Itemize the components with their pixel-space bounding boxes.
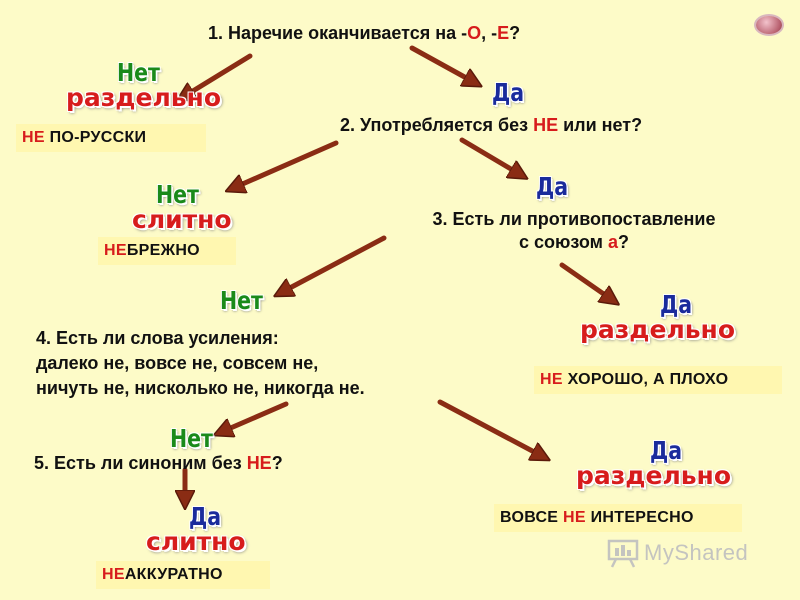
example-1: НЕ ПО-РУССКИ — [16, 124, 206, 152]
arrow-q2-yes — [459, 137, 516, 172]
watermark-text: MyShared — [644, 540, 749, 565]
label-q5-yes-together: Да слитно — [146, 504, 246, 554]
label-q2-yes: Да — [536, 174, 575, 199]
q1-e: Е — [497, 23, 510, 43]
label-no: Нет — [117, 58, 161, 87]
q4-line3: ничуть не, нисколько не, никогда не. — [36, 378, 365, 398]
label-together: слитно — [146, 527, 246, 556]
q4-line1: 4. Есть ли слова усиления: — [36, 328, 279, 348]
ex1-rest: ПО-РУССКИ — [44, 129, 147, 146]
example-3: НЕ ХОРОШО, А ПЛОХО — [534, 366, 782, 394]
ex3-ne: НЕ — [540, 371, 563, 388]
q1-mid: , - — [481, 23, 498, 43]
q3-a: а — [607, 232, 618, 252]
example-2: НЕБРЕЖНО — [98, 237, 236, 265]
label-yes: Да — [536, 172, 569, 201]
question-1: 1. Наречие оканчивается на -О, -Е? — [208, 22, 520, 45]
q1-text: 1. Наречие оканчивается на - — [208, 23, 468, 43]
arrow-q3-no — [286, 235, 387, 290]
ex2-ne: НЕ — [104, 242, 127, 259]
q5-text: 5. Есть ли синоним без — [34, 453, 247, 473]
label-yes: Да — [492, 78, 525, 107]
label-q4-yes-separately: Да раздельно — [576, 438, 731, 488]
q3-end: ? — [617, 232, 629, 252]
q5-end: ? — [271, 453, 283, 473]
question-4: 4. Есть ли слова усиления: далеко не, во… — [36, 326, 365, 401]
ex4-rest: ИНТЕРЕСНО — [585, 509, 694, 526]
example-4: ВОВСЕ НЕ ИНТЕРЕСНО — [494, 504, 742, 532]
label-yes: Да — [659, 290, 693, 319]
label-q2-no-together: Нет слитно — [132, 182, 232, 232]
q2-end: или нет? — [558, 115, 643, 135]
label-yes: Да — [189, 502, 222, 531]
label-no: Нет — [155, 180, 199, 209]
arrow-q4-no — [226, 401, 289, 430]
ex5-ne: НЕ — [102, 566, 125, 583]
q3-line1: 3. Есть ли противопоставление — [432, 209, 716, 229]
q5-ne: НЕ — [246, 453, 272, 473]
question-5: 5. Есть ли синоним без НЕ? — [34, 452, 283, 475]
q1-end: ? — [509, 23, 521, 43]
label-separately: раздельно — [66, 83, 222, 112]
arrow-q1-no — [188, 53, 253, 94]
arrow-q1-yes — [409, 45, 470, 80]
ex2-rest: БРЕЖНО — [126, 242, 200, 259]
ex4-pre: ВОВСЕ — [500, 509, 564, 526]
decorative-oval-button — [756, 16, 782, 34]
ex5-rest: АККУРАТНО — [124, 566, 223, 583]
ex4-ne: НЕ — [563, 509, 586, 526]
label-together: слитно — [132, 205, 232, 234]
label-no: Нет — [220, 286, 263, 315]
ex3-rest: ХОРОШО, А ПЛОХО — [562, 371, 729, 388]
label-q1-yes: Да — [492, 80, 531, 105]
q2-ne: НЕ — [533, 115, 559, 135]
label-q3-yes-separately: Да раздельно — [580, 292, 735, 342]
label-q3-no: Нет — [220, 288, 272, 313]
q4-line2: далеко не, вовсе не, совсем не, — [36, 353, 319, 373]
question-2: 2. Употребляется без НЕ или нет? — [340, 114, 642, 137]
label-q4-no: Нет — [170, 426, 222, 451]
label-separately: раздельно — [580, 315, 736, 344]
label-q1-no-separately: Нет раздельно — [66, 60, 221, 110]
label-yes: Да — [649, 436, 683, 465]
q3-line2: с союзом — [519, 232, 608, 252]
ex1-ne: НЕ — [22, 129, 45, 146]
q1-o: О — [467, 23, 482, 43]
arrow-q2-no — [238, 140, 339, 186]
label-no: Нет — [170, 424, 213, 453]
label-separately: раздельно — [576, 461, 732, 490]
watermark-logo: MyShared — [606, 538, 748, 568]
question-3: 3. Есть ли противопоставление с союзом а… — [396, 208, 752, 254]
presentation-icon — [607, 539, 639, 568]
example-5: НЕАККУРАТНО — [96, 561, 270, 589]
q2-text: 2. Употребляется без — [340, 115, 534, 135]
arrow-q3-yes — [559, 262, 608, 297]
arrow-q4-yes — [437, 399, 538, 454]
